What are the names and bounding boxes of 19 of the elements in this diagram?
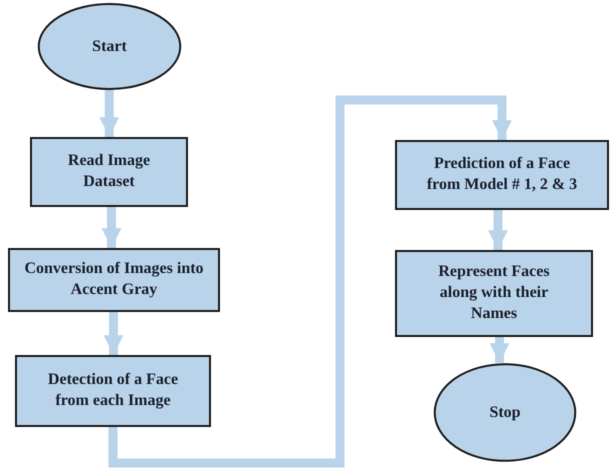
node-label: Prediction of a Face from Model # 1, 2 & 3 (426, 154, 578, 195)
node-label: Detection of a Face from each Image (46, 370, 180, 411)
arrow (488, 210, 508, 250)
arrow (99, 90, 120, 137)
process-box (15, 355, 211, 427)
node-label: Represent Faces along with their Names (437, 262, 551, 324)
arrow (104, 312, 124, 355)
process-box (395, 140, 609, 210)
terminal-ellipse (433, 363, 577, 462)
process-box (395, 250, 593, 337)
process-box (30, 137, 188, 207)
node-label: Read Image Dataset (66, 151, 152, 192)
node-label: Conversion of Images into Accent Gray (24, 259, 204, 300)
node-label: Stop (489, 404, 521, 422)
node-label: Start (92, 38, 127, 56)
arrow (490, 337, 510, 363)
arrow (102, 207, 122, 248)
terminal-ellipse (37, 3, 182, 90)
process-box (8, 248, 220, 312)
